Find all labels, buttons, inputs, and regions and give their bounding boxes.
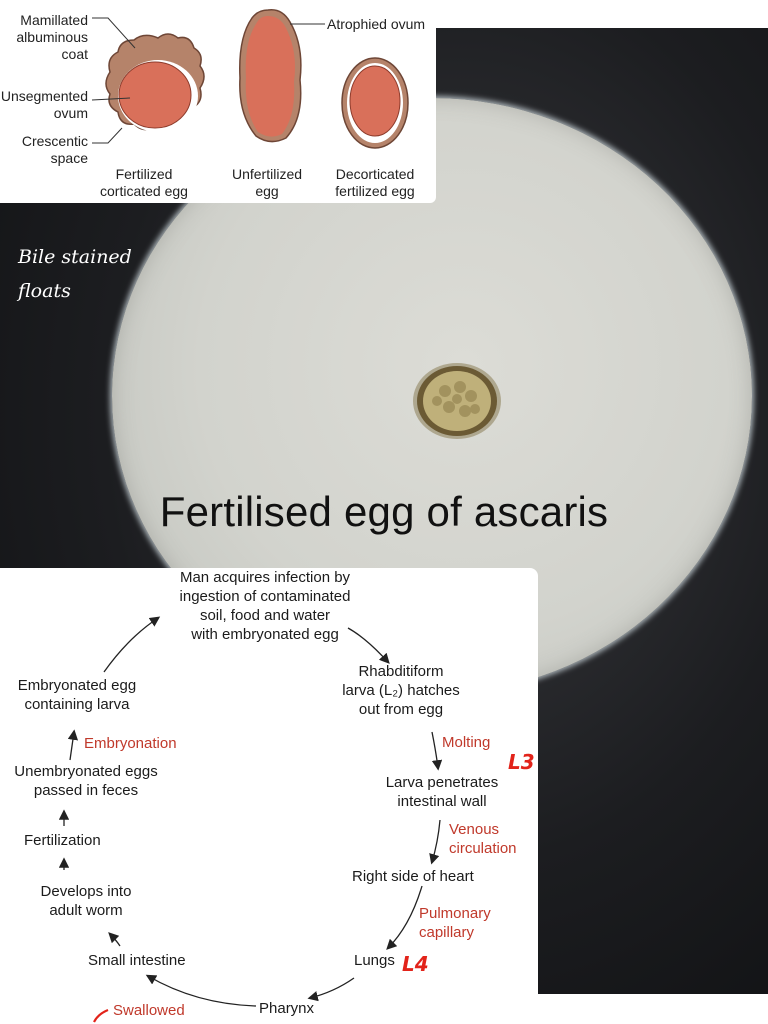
step-embryonated: Embryonated egg containing larva [17,677,137,713]
arrow-small-intestine-to-adult [108,932,121,947]
caption-unfertilized: Unfertilized egg [231,166,303,199]
step-rhabditiform: Rhabditiform larva (L₂) hatches out from… [342,663,460,718]
arrow-heart-to-lungs [386,885,423,950]
decorticated-fertilized-egg [341,57,409,149]
step-heart: Right side of heart [352,868,474,885]
step-small-intestine: Small intestine [88,952,186,969]
caption-decorticated: Decorticated fertilized egg [335,166,415,199]
step-unembryonated: Unembryonated eggs passed in feces [14,763,158,799]
arrow-rhabditiform-to-penetrates [431,731,443,771]
arrow-penetrates-to-heart [429,819,441,865]
handwritten-note: Bile stained floats [18,246,132,302]
label-crescentic-space: Crescentic space [21,133,88,166]
step-lungs: Lungs [354,952,395,969]
arrow-embryonated-to-infection [103,616,161,673]
step-adult: Develops into adult worm [40,883,132,919]
handwritten-l4: L4 [402,952,429,976]
step-fertilization: Fertilization [24,832,101,849]
handwritten-l3: L3 [508,750,535,774]
arrow-infection-to-rhabditiform [347,627,390,664]
step-infection: Man acquires infection by ingestion of c… [179,569,351,643]
label-unsegmented-ovum: Unsegmented ovum [0,88,88,121]
unfertilized-egg [239,9,302,143]
step-penetrates: Larva penetrates intestinal wall [385,774,499,810]
step-pharynx: Pharynx [259,1000,315,1017]
photo-caption: Fertilised egg of ascaris [159,488,609,535]
egg-types-diagram: Mamillated albuminous coat Unsegmented o… [0,0,436,203]
red-swallowed-tick [93,1008,109,1023]
transition-swallowed: Swallowed [113,1002,185,1019]
arrow-unembryonated-to-embryonated [67,729,79,761]
arrow-pharynx-to-small-intestine [145,974,257,1007]
life-cycle-diagram: Man acquires infection by ingestion of c… [0,568,538,1024]
label-atrophied-ovum: Atrophied ovum [327,16,426,32]
transition-venous: Venous circulation [449,821,517,857]
transition-embryonation: Embryonation [84,735,177,752]
transition-molting: Molting [442,734,491,751]
transition-pulmonary: Pulmonary capillary [419,905,491,941]
arrow-lungs-to-pharynx [307,977,355,1002]
label-mamillated-coat: Mamillated albuminous coat [16,12,88,62]
caption-fertilized: Fertilized corticated egg [100,166,188,199]
ascaris-egg-micrograph [413,363,501,439]
fertilized-corticated-egg [105,33,205,132]
